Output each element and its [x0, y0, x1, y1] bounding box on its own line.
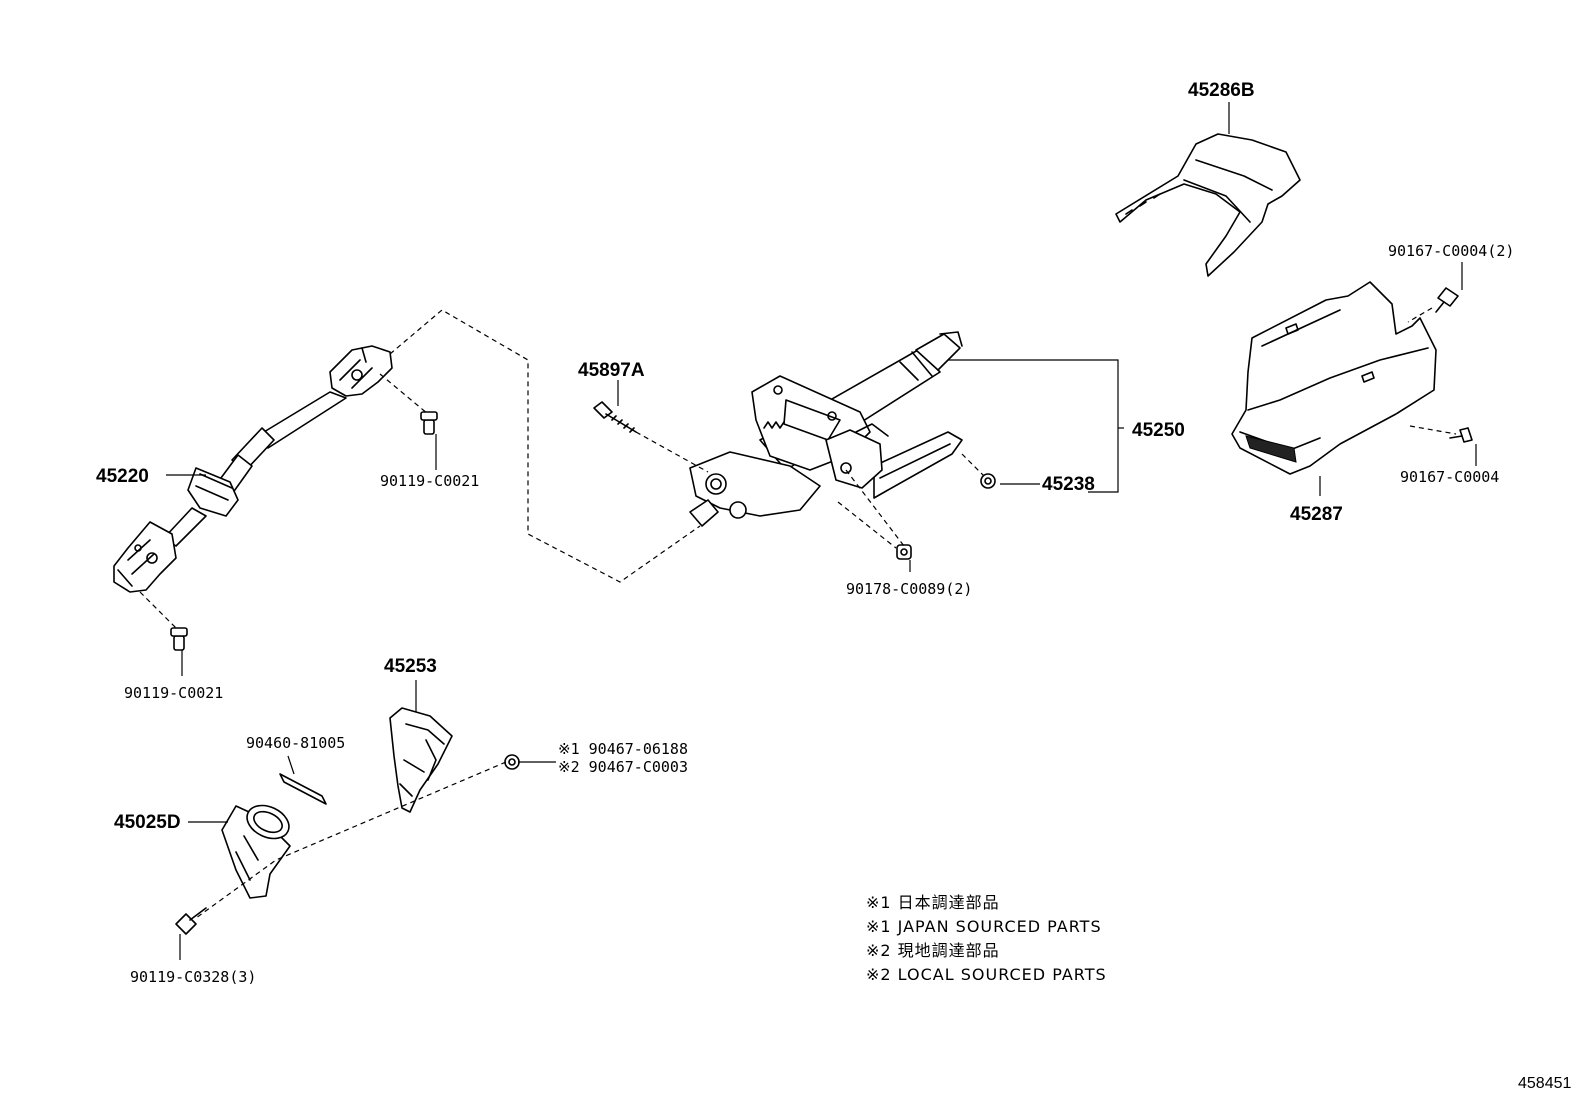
lower-cover-drawing: [1231, 281, 1437, 475]
label-45253: 45253: [384, 656, 437, 677]
label-90167-c0004: 90167-C0004: [1400, 468, 1499, 486]
label-90119-c0328-3: 90119-C0328(3): [130, 968, 256, 986]
label-90467-06188: ※1 90467-06188: [558, 740, 688, 758]
label-90119-c0021-top: 90119-C0021: [380, 472, 479, 490]
label-90119-c0021-bottom: 90119-C0021: [124, 684, 223, 702]
note-line-3: ※2 現地調達部品: [866, 941, 1000, 960]
note-line-1: ※1 日本調達部品: [866, 893, 1000, 912]
sourcing-notes: ※1 日本調達部品 ※1 JAPAN SOURCED PARTS ※2 現地調達…: [866, 893, 1107, 984]
label-45220: 45220: [96, 466, 149, 487]
band-clamp-drawing: [279, 773, 327, 805]
leader-lines: [166, 102, 1477, 960]
label-45025d: 45025D: [114, 812, 181, 833]
fasteners-drawing: [170, 287, 1473, 935]
steering-column-drawing: [689, 331, 963, 527]
label-90178-c0089-2: 90178-C0089(2): [846, 580, 972, 598]
column-hole-cover-drawing: [389, 707, 453, 813]
label-90167-c0004-2: 90167-C0004(2): [1388, 242, 1514, 260]
intermediate-shaft-drawing: [113, 345, 393, 593]
label-45287: 45287: [1290, 504, 1343, 525]
upper-cover-drawing: [1115, 133, 1301, 277]
label-90460-81005: 90460-81005: [246, 734, 345, 752]
part-number-labels: 45286B 90167-C0004(2) 45897A 45250 45220…: [96, 80, 1514, 986]
label-45897a: 45897A: [578, 360, 645, 381]
note-line-2: ※1 JAPAN SOURCED PARTS: [866, 917, 1102, 936]
label-45238: 45238: [1042, 474, 1095, 495]
column-seal-drawing: [221, 804, 291, 899]
label-90467-c0003: ※2 90467-C0003: [558, 758, 688, 776]
assembly-dashed-lines: [139, 307, 1457, 919]
note-line-4: ※2 LOCAL SOURCED PARTS: [866, 965, 1107, 984]
label-45250: 45250: [1132, 420, 1185, 441]
illustration-number: 458451: [1518, 1075, 1571, 1092]
label-45286b: 45286B: [1188, 80, 1255, 101]
